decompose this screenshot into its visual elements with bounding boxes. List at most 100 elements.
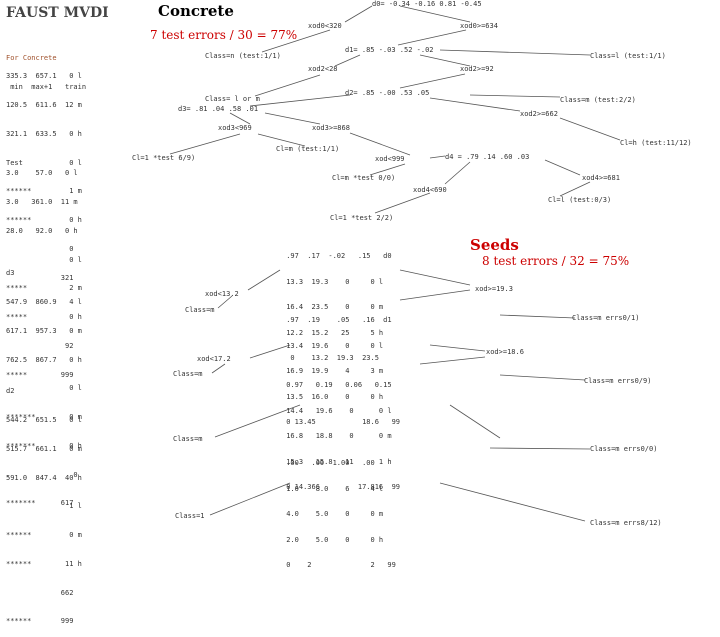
seeds-errors: 8 test errors / 32 = 75% xyxy=(482,254,630,268)
edge-t1-right xyxy=(399,269,471,286)
edge-xod999-clm xyxy=(369,163,406,176)
branch-xod-ge186: xod>=18.6 xyxy=(486,348,524,356)
left-block-2: 3.0 57.0 0 l 3.0 361.0 11 m 28.0 92.0 0 … xyxy=(6,150,82,390)
branch-xod3-lt: xod3<969 xyxy=(218,124,252,132)
edge-t3-down xyxy=(214,404,301,438)
branch-xod2-ge662: xod2>=662 xyxy=(520,110,558,118)
left-header: For Concrete min max+1 train xyxy=(6,35,86,102)
edge-xod3ge-xod999 xyxy=(349,132,411,156)
seeds-table-3-row: 14.4 19.6 0 0 l xyxy=(282,406,392,415)
seeds-table-3-row: 0.97 0.19 0.06 0.15 xyxy=(282,381,392,389)
edge-t2-classm xyxy=(499,314,576,319)
leaf-class-m-errs812: Class=m errs8/12) xyxy=(590,519,662,527)
leaf-class-m-errs09: Class=m errs0/9) xyxy=(584,377,652,385)
seeds-table-3-row: 16.8 18.8 0 0 m xyxy=(282,432,392,440)
left-block-1-line: 335.3 657.1 0 l xyxy=(6,72,82,81)
edge-xod2lt-lm xyxy=(254,74,321,97)
seeds-table-4-row: .00 .00 1.00 .00 xyxy=(282,459,375,467)
left-block-3-line: ******* 0 m xyxy=(6,413,82,422)
left-block-1-line: ****** 1 m xyxy=(6,187,82,196)
left-block-2-line: 28.0 92.0 0 h xyxy=(6,226,78,235)
left-block-2-line: 3.0 361.0 11 m xyxy=(6,197,78,206)
edge-xod3lt-cl1 xyxy=(169,133,241,155)
node-d0: d0= -0.34 -0.16 0.81 -0.45 xyxy=(372,0,482,8)
seeds-table-4-row: 1.0 8.0 6 4 l xyxy=(282,484,384,493)
seeds-table-3-row: 15.3 15.8 11 1 h xyxy=(282,457,392,466)
branch-xod4-lt690: xod4<690 xyxy=(413,186,447,194)
edge-t1-left xyxy=(247,269,281,291)
edge-t2-left xyxy=(249,344,291,359)
seeds-table-3: 0.97 0.19 0.06 0.15 14.4 19.6 0 0 l 16.8… xyxy=(282,364,400,500)
node-d1: d1= .85 -.03 .52 -.02 xyxy=(345,46,434,54)
branch-xod0-ge: xod0>=634 xyxy=(460,22,498,30)
leaf-class-l-left: Class=1 xyxy=(175,512,205,520)
left-block-1-line: Test 0 l xyxy=(6,158,82,167)
branch-xod-ge193: xod>=19.3 xyxy=(475,285,513,293)
edge-xod2ge662-clh xyxy=(559,117,621,141)
left-block-1-line: 120.5 611.6 12 m xyxy=(6,100,82,109)
left-block-3: d3 547.9 860.9 4 l 617.1 957.3 0 m 762.5… xyxy=(6,250,82,519)
node-d2: d2= .85 -.00 .53 .05 xyxy=(345,89,430,97)
leaf-class-m-errs01: Class=m errs0/1) xyxy=(572,314,640,322)
left-block-4: d2 544.2 651.5 0 l 515.7 661.1 0 m 591.0… xyxy=(6,368,82,637)
edge-d2-d3 xyxy=(249,94,351,107)
left-block-4-line: ****** 11 h xyxy=(6,559,82,568)
left-block-2-line: 0 l xyxy=(6,255,82,264)
left-block-4-line: 662 xyxy=(6,588,74,597)
edge-d1-classl xyxy=(439,49,591,56)
seeds-table-1-row: .97 .17 -.02 .15 d0 xyxy=(282,252,392,260)
seeds-table-2-row: .97 .19 .05 .16 d1 xyxy=(282,316,392,324)
edge-xod172-classm xyxy=(211,363,226,374)
edge-d4-left xyxy=(444,161,471,185)
left-block-3-line: 617.1 957.3 0 m xyxy=(6,326,82,335)
left-block-4-line: 591.0 847.4 40 h xyxy=(6,473,82,482)
edge-d3-left xyxy=(229,112,251,125)
node-d4: d4 = .79 .14 .60 .03 xyxy=(445,153,530,161)
leaf-class-1-test22: Cl=1 *test 2/2) xyxy=(330,214,394,222)
left-block-3-line: 762.5 867.7 0 h xyxy=(6,355,82,364)
left-block-4-line: d2 xyxy=(6,387,15,396)
left-block-3-line: ******* 617 xyxy=(6,499,74,508)
edge-d0-right xyxy=(399,5,471,23)
edge-d3-right xyxy=(264,112,321,125)
edge-xod4ge-cll xyxy=(559,181,591,197)
left-header-line-2: min max+1 train xyxy=(6,82,87,91)
left-block-3-line: ******* 0 h xyxy=(6,441,82,450)
edge-t4-down xyxy=(209,482,291,516)
edge-t2-right xyxy=(429,344,486,352)
leaf-class-l-test: Class=l (test:1/1) xyxy=(590,52,666,60)
edge-t3-errs09 xyxy=(499,374,586,381)
leaf-class-m-test00: Cl=m *test 0/0) xyxy=(332,174,396,182)
edge-d1-xod2lt xyxy=(334,54,361,67)
edge-xod0-ge-d1 xyxy=(397,29,467,46)
left-block-2-line: ***** 999 xyxy=(6,370,74,379)
edge-d2-xod2ge662 xyxy=(429,97,521,112)
edge-xod193-t2 xyxy=(399,289,471,301)
concrete-errors: 7 test errors / 30 = 77% xyxy=(150,28,298,42)
edge-d2-classm xyxy=(469,94,561,98)
seeds-table-2-row: 13.4 19.6 0 0 l xyxy=(282,341,384,350)
left-block-3-line: . 0 xyxy=(6,470,78,479)
left-block-1-line: 0 xyxy=(6,244,74,253)
page-title: FAUST MVDI xyxy=(6,5,109,21)
left-block-1: 335.3 657.1 0 l 120.5 611.6 12 m 321.1 6… xyxy=(6,53,82,293)
edge-xod4lt-cl1 xyxy=(374,192,431,214)
seeds-table-2-row: 16.9 19.9 4 3 m xyxy=(282,367,384,375)
edge-xod999-d4 xyxy=(429,155,446,159)
left-block-1-line: 321 xyxy=(6,273,74,282)
branch-xod2-ge: xod2>=92 xyxy=(460,65,494,73)
leaf-class-h-test: Cl=h (test:11/12) xyxy=(620,139,692,147)
branch-xod0-lt: xod0<320 xyxy=(308,22,342,30)
edge-d0-left xyxy=(344,5,373,23)
seeds-table-1-row: 13.3 19.3 0 0 l xyxy=(282,277,384,286)
seeds-table-4-row: 0 2 2 99 xyxy=(282,561,396,569)
seeds-table-1: .97 .17 -.02 .15 d0 13.3 19.3 0 0 l 16.4… xyxy=(282,235,392,371)
branch-xod-lt999: xod<999 xyxy=(375,155,405,163)
left-block-3-line: 0 l xyxy=(6,384,82,393)
edge-xod3lt-clm xyxy=(257,133,306,147)
concrete-title: Concrete xyxy=(158,2,234,20)
edge-d4-right xyxy=(544,159,581,176)
left-block-4-line: 515.7 661.1 0 m xyxy=(6,444,82,453)
branch-xod4-ge681: xod4>=681 xyxy=(582,174,620,182)
edge-d1-xod2ge xyxy=(419,54,471,67)
